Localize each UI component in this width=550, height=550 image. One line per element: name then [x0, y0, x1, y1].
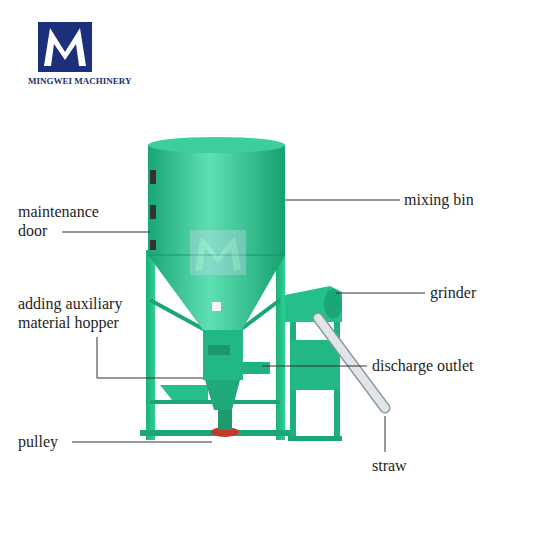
leader-line: [72, 442, 212, 443]
mixing-bin-tank: [148, 137, 285, 330]
brand-name: MINGWEI MACHINERY: [28, 76, 131, 87]
leader-line: [385, 416, 386, 452]
grinder-unit: [285, 286, 342, 441]
part-label: mixing bin: [404, 190, 474, 209]
leader-line: [262, 366, 367, 367]
brand-logo: [38, 22, 92, 72]
leader-line: [285, 200, 400, 201]
leader-line: [97, 337, 203, 378]
part-label: pulley: [18, 432, 58, 451]
part-label: maintenance door: [18, 202, 118, 240]
part-label: grinder: [430, 283, 476, 302]
watermark-logo: [190, 230, 246, 275]
part-label: discharge outlet: [372, 356, 473, 375]
part-label: straw: [372, 456, 407, 475]
part-label: adding auxiliary material hopper: [18, 294, 158, 332]
leader-line: [62, 232, 150, 233]
discharge-body: [160, 330, 270, 437]
leader-line: [336, 293, 425, 294]
